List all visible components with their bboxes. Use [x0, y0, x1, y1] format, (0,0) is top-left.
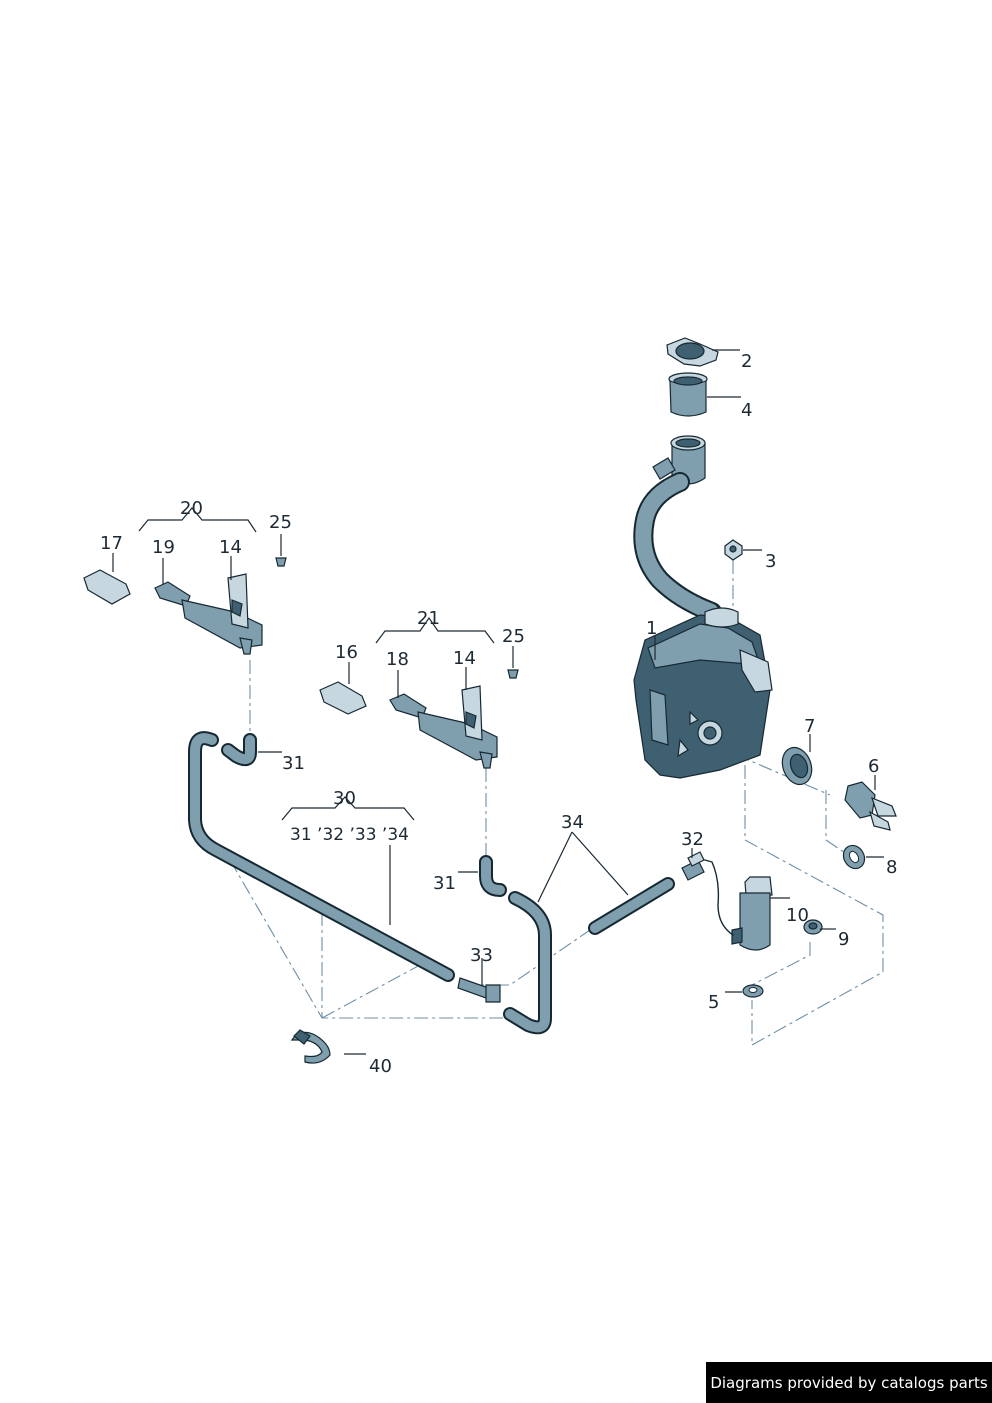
label-25b: 25 [502, 626, 525, 647]
part-16-cover [319, 681, 367, 715]
label-14a: 14 [219, 537, 242, 558]
part-32-connector[interactable] [681, 848, 705, 881]
part-8-seal[interactable] [839, 842, 884, 873]
nozzle-assembly-20[interactable] [83, 507, 287, 655]
label-19: 19 [152, 537, 175, 558]
part-10-pump[interactable] [704, 859, 790, 951]
label-9: 9 [838, 929, 849, 950]
part-5-washer[interactable] [725, 984, 764, 998]
group-30-bracket [281, 796, 415, 821]
label-5: 5 [708, 992, 719, 1013]
footer-credit: Diagrams provided by catalogs parts [706, 1362, 992, 1403]
label-17: 17 [100, 533, 123, 554]
label-33: 33 [470, 945, 493, 966]
part-7-grommet[interactable] [777, 734, 816, 789]
label-3: 3 [765, 551, 776, 572]
label-20: 20 [180, 498, 203, 519]
label-1: 1 [646, 618, 657, 639]
label-6: 6 [868, 756, 879, 777]
label-2: 2 [741, 351, 752, 372]
nozzle-assembly-21[interactable] [319, 616, 519, 769]
part-1-reservoir[interactable] [633, 435, 773, 779]
part-31-elbow-left[interactable] [221, 733, 282, 767]
part-31-elbow-center[interactable] [458, 855, 507, 897]
label-31b: 31 [433, 873, 456, 894]
label-4: 4 [741, 400, 752, 421]
label-16: 16 [335, 642, 358, 663]
part-2-cap[interactable] [666, 337, 740, 367]
part-33-t-piece[interactable] [457, 958, 501, 1003]
label-21: 21 [417, 608, 440, 629]
part-30-hose-left[interactable] [188, 731, 455, 982]
part-40-clip[interactable] [290, 1029, 366, 1064]
label-34: 34 [561, 812, 584, 833]
label-14b: 14 [453, 648, 476, 669]
label-18: 18 [386, 649, 409, 670]
label-7: 7 [804, 716, 815, 737]
label-32: 32 [681, 829, 704, 850]
label-group-30-members: 31 ’32 ’33 ’34 [290, 825, 409, 845]
part-9-grommet[interactable] [803, 919, 836, 935]
callout-labels: 1 2 3 4 5 6 7 8 9 10 14 14 16 17 18 19 2… [100, 351, 897, 1077]
label-30: 30 [333, 788, 356, 809]
part-6-sensor[interactable] [844, 775, 897, 831]
label-8: 8 [886, 857, 897, 878]
part-17-cover [83, 569, 131, 605]
part-34-hose-center[interactable] [503, 831, 629, 1035]
part-4-strainer[interactable] [668, 372, 741, 417]
label-10: 10 [786, 905, 809, 926]
part-34-hose-right[interactable] [588, 877, 675, 935]
label-25a: 25 [269, 512, 292, 533]
label-31a: 31 [282, 753, 305, 774]
part-3-nut[interactable] [724, 539, 762, 561]
assembly-lines [229, 560, 884, 1046]
label-40: 40 [369, 1056, 392, 1077]
